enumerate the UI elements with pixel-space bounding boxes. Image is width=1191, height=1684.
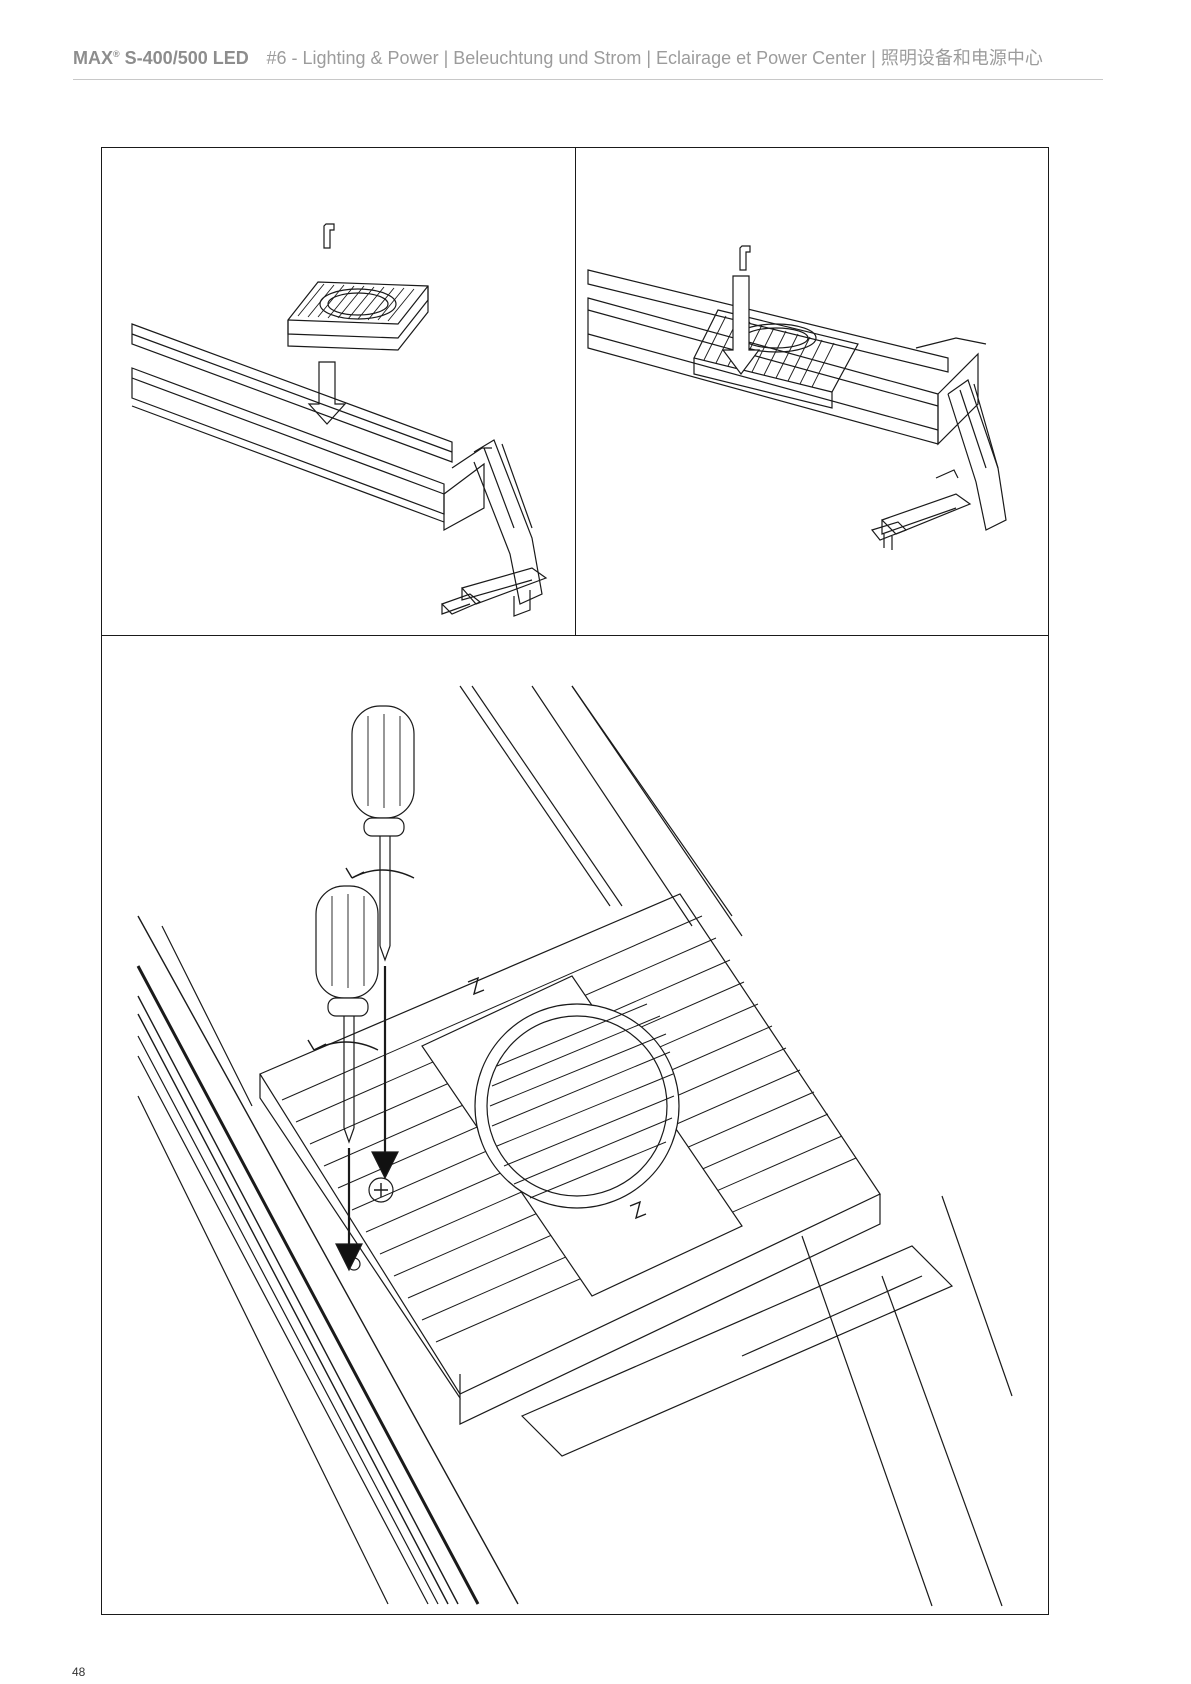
header-divider	[73, 79, 1103, 80]
power-center-placement-illustration	[102, 148, 576, 636]
page-number: 48	[72, 1665, 85, 1679]
figure-step-2	[576, 148, 1048, 636]
brand-name: MAX® S-400/500 LED	[73, 48, 249, 68]
illustration-frame	[101, 147, 1049, 1615]
screwdriver-fastening-illustration	[102, 636, 1048, 1614]
section-title: #6 - Lighting & Power | Beleuchtung und …	[266, 48, 1042, 68]
figure-step-3	[102, 636, 1048, 1614]
power-center-seated-illustration	[576, 148, 1048, 636]
figure-step-1	[102, 148, 576, 636]
page-header: MAX® S-400/500 LED #6 - Lighting & Power…	[73, 44, 1103, 74]
